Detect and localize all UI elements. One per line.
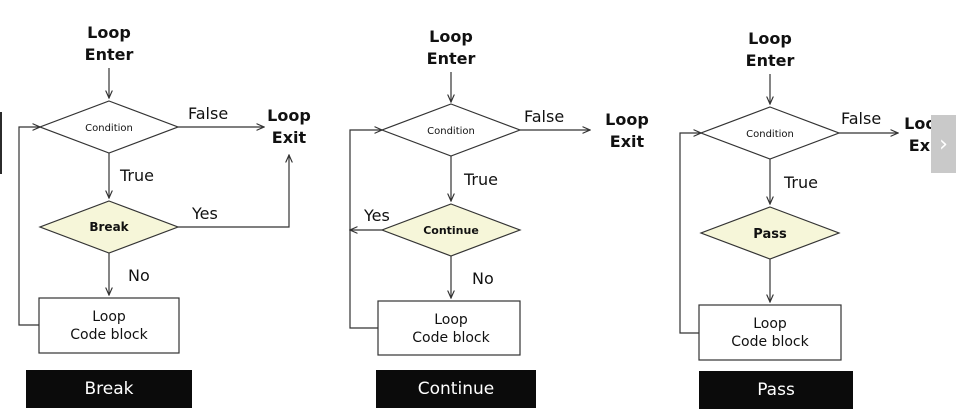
loop-back-arrow — [18, 127, 40, 326]
continue-flowchart: Loop Enter Condition False Loop Exit Tru… — [349, 27, 649, 356]
false-label: False — [524, 107, 564, 126]
no-label: No — [472, 269, 494, 288]
true-label: True — [783, 173, 818, 192]
continue-label: Continue — [423, 224, 479, 237]
loop-exit-title-line1: Loop — [267, 106, 311, 125]
loop-enter-title-line1: Loop — [748, 29, 792, 48]
yes-label: Yes — [191, 204, 218, 223]
code-block-box — [698, 304, 842, 361]
loop-enter-title-line1: Loop — [87, 23, 131, 42]
code-block-line1: Loop — [434, 312, 468, 328]
true-label: True — [463, 170, 498, 189]
loop-enter-title-line2: Enter — [427, 49, 476, 68]
code-block-line1: Loop — [753, 316, 787, 332]
continue-caption: Continue — [376, 370, 536, 408]
false-label: False — [841, 109, 881, 128]
loop-back-arrow — [349, 130, 382, 329]
no-label: No — [128, 266, 150, 285]
loop-exit-title-line2: Exit — [272, 128, 307, 147]
true-label: True — [119, 166, 154, 185]
next-slide-button[interactable]: › — [931, 115, 956, 173]
code-block-line2: Code block — [412, 330, 490, 346]
code-block-line2: Code block — [70, 327, 148, 343]
condition-label: Condition — [85, 123, 133, 134]
loop-enter-title-line1: Loop — [429, 27, 473, 46]
yes-label: Yes — [363, 206, 390, 225]
code-block-line2: Code block — [731, 334, 809, 350]
false-label: False — [188, 104, 228, 123]
break-flowchart: Loop Enter Condition False Loop Exit Tru… — [18, 23, 311, 354]
pass-caption: Pass — [699, 371, 853, 409]
code-block-line1: Loop — [92, 309, 126, 325]
loop-enter-title-line2: Enter — [746, 51, 795, 70]
chevron-right-icon: › — [939, 131, 948, 157]
condition-label: Condition — [427, 126, 475, 137]
loop-exit-title-line2: Exit — [610, 132, 645, 151]
break-caption: Break — [26, 370, 192, 408]
yes-arrow — [178, 155, 289, 228]
code-block-box — [38, 297, 180, 354]
left-edge-divider — [0, 112, 2, 174]
loop-back-arrow — [679, 133, 701, 334]
condition-label: Condition — [746, 129, 794, 140]
code-block-box — [377, 300, 521, 356]
loop-enter-title-line2: Enter — [85, 45, 134, 64]
pass-flowchart: Loop Enter Condition False Loop Exit Tru… — [679, 29, 948, 361]
break-label: Break — [89, 220, 129, 234]
pass-label: Pass — [753, 227, 787, 242]
loop-exit-title-line1: Loop — [605, 110, 649, 129]
